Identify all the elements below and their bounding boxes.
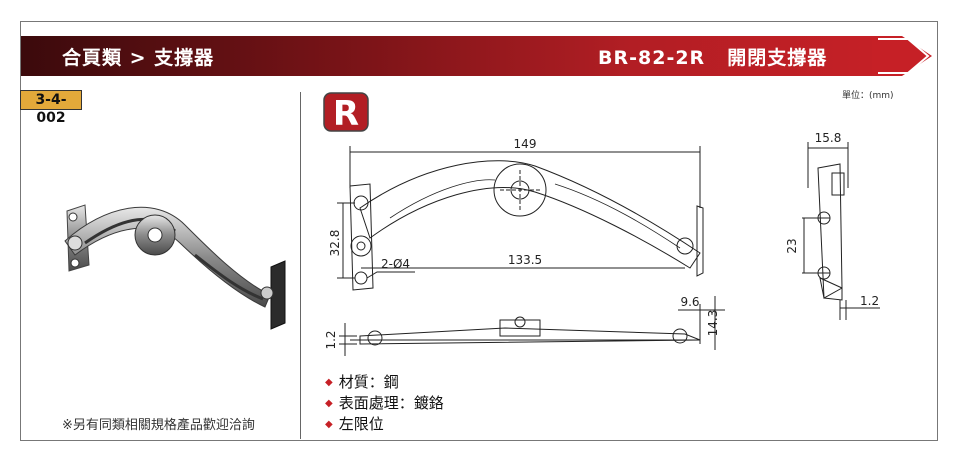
feature-text: 左限位 <box>338 415 384 433</box>
product-title: BR-82-2R 開閉支撐器 <box>598 43 827 70</box>
header-banner <box>21 36 893 76</box>
model-number: BR-82-2R <box>598 47 706 69</box>
feature-text: 表面處理：鍍鉻 <box>338 394 444 412</box>
feature-item: ◆ 表面處理：鍍鉻 <box>325 393 444 414</box>
dim-hole-span: 133.5 <box>508 253 542 267</box>
dim-side-height: 23 <box>785 238 799 253</box>
feature-item: ◆ 左限位 <box>325 414 444 435</box>
column-divider <box>300 92 301 439</box>
feature-item: ◆ 材質：鋼 <box>325 372 444 393</box>
feature-list: ◆ 材質：鋼 ◆ 表面處理：鍍鉻 ◆ 左限位 <box>325 372 444 435</box>
dim-side-width: 15.8 <box>815 131 842 145</box>
feature-text: 材質：鋼 <box>338 373 399 391</box>
dim-holes: 2-Ø4 <box>381 257 410 271</box>
category-title: 合頁類 > 支撐器 <box>62 47 215 69</box>
dim-depth: 14.3 <box>706 310 720 337</box>
diamond-bullet-icon: ◆ <box>325 377 333 388</box>
r-badge-letter: R <box>333 94 359 132</box>
diamond-bullet-icon: ◆ <box>325 398 333 409</box>
inquiry-note: ※另有同類相關規格產品歡迎洽詢 <box>62 418 255 433</box>
side-view-drawing: 15.8 23 1.2 <box>785 131 880 320</box>
banner-arrow-icon <box>872 36 932 76</box>
unit-label: 單位：(mm) <box>842 91 894 101</box>
product-name: 開閉支撐器 <box>727 47 828 69</box>
dim-offset: 9.6 <box>680 295 699 309</box>
arm-outline <box>359 160 701 269</box>
diamond-bullet-icon: ◆ <box>325 419 333 430</box>
r-direction-badge: R <box>323 92 369 132</box>
page-frame <box>20 21 938 441</box>
technical-drawing: 149 133.5 32.8 2-Ø4 1.2 9.6 14.3 <box>324 137 725 356</box>
product-photo <box>64 204 286 330</box>
dim-height: 32.8 <box>328 230 342 257</box>
dim-overall-length: 149 <box>514 137 537 151</box>
dim-side-thickness: 1.2 <box>860 294 879 308</box>
product-code-badge: 3-4-002 <box>20 90 82 126</box>
dim-thickness: 1.2 <box>324 330 338 349</box>
